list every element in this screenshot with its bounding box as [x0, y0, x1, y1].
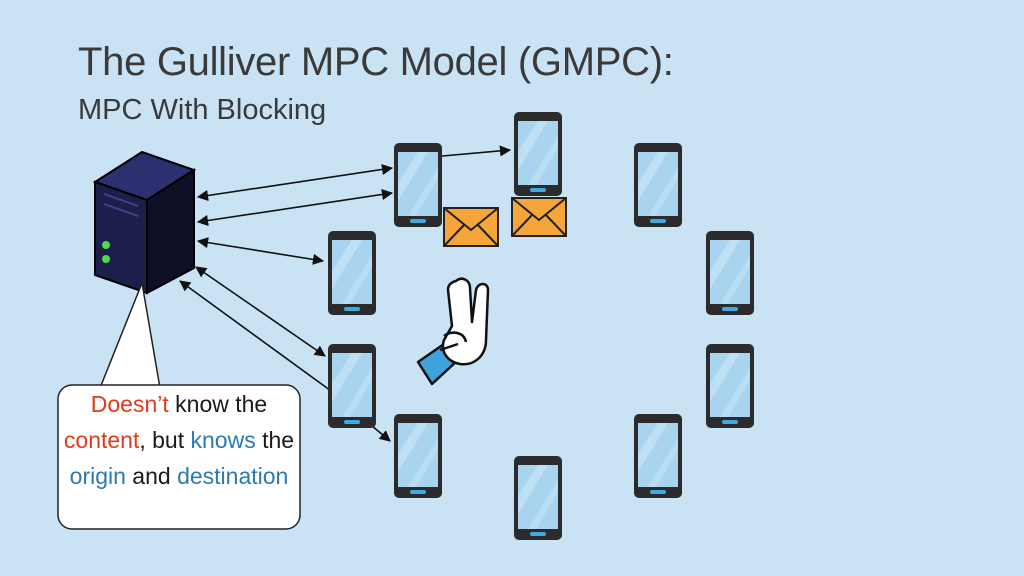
smartphone-icon: [394, 143, 442, 227]
smartphone-icon: [394, 414, 442, 498]
smartphone-icon: [328, 344, 376, 428]
smartphone-icon: [328, 231, 376, 315]
callout-pointer: [99, 280, 161, 389]
victory-hand-icon: [416, 277, 490, 386]
smartphone-icon: [634, 414, 682, 498]
server-icon: [92, 150, 197, 295]
smartphone-icon: [634, 143, 682, 227]
smartphone-icon: [706, 231, 754, 315]
callout-content: content: [63, 427, 140, 453]
smartphone-icon: [514, 456, 562, 540]
callout-box: [57, 384, 301, 530]
callout-and: and: [125, 463, 178, 489]
callout-the: the: [255, 427, 295, 453]
envelope-icon: [443, 207, 499, 247]
callout-know-the: know the: [168, 391, 268, 417]
callout-but: , but: [139, 427, 191, 453]
envelope-icon: [511, 197, 567, 237]
smartphone-icon: [706, 344, 754, 428]
callout-knows: knows: [190, 427, 256, 453]
slide-subtitle: MPC With Blocking: [78, 94, 327, 126]
callout-text: Doesn’t know the content, but knows the …: [58, 386, 300, 494]
slide-title: The Gulliver MPC Model (GMPC):: [78, 40, 674, 84]
callout-destination: destination: [177, 463, 289, 489]
callout-origin: origin: [69, 463, 126, 489]
callout-doesnt: Doesn’t: [90, 391, 169, 417]
smartphone-icon: [514, 112, 562, 196]
